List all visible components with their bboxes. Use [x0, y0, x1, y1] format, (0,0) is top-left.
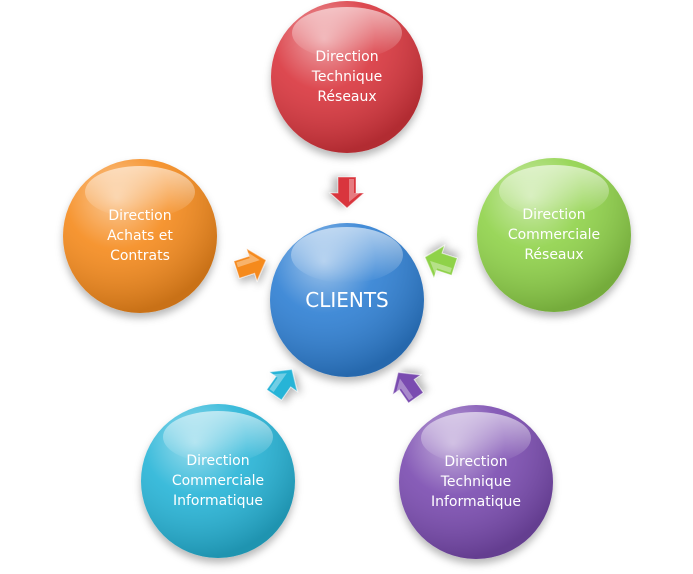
arrow-highlight [269, 373, 287, 393]
arrow-highlight [430, 260, 452, 275]
arrow-icon [391, 371, 424, 404]
arrow-highlight [396, 378, 414, 401]
center-shine [291, 227, 403, 283]
node-label-line: Technique [440, 474, 512, 490]
node-label-line: Direction [444, 454, 507, 470]
node-shine [292, 7, 402, 59]
arrow-highlight [349, 179, 360, 202]
node-shine [499, 165, 609, 217]
arrow-shape [391, 371, 424, 404]
node-shine [421, 412, 531, 464]
center-label: CLIENTS [305, 288, 389, 312]
node-shine [85, 166, 195, 218]
node-label-line: Contrats [110, 248, 170, 264]
arrow-shape [266, 368, 299, 401]
arrow-shape [424, 244, 458, 280]
arrows-layer [233, 176, 458, 404]
arrow-shape [233, 247, 267, 283]
node-label-line: Direction [315, 49, 378, 65]
arrow-icon [424, 244, 458, 280]
node-label-line: Réseaux [524, 247, 583, 263]
node-label-line: Direction [186, 453, 249, 469]
node-label-line: Commerciale [172, 473, 264, 489]
node-label-line: Direction [108, 208, 171, 224]
arrow-shape [328, 176, 366, 209]
node-label-line: Achats et [107, 228, 173, 244]
node-label-line: Réseaux [317, 89, 376, 105]
node-label-line: Technique [311, 69, 383, 85]
center-node-clients: CLIENTS [270, 223, 424, 377]
arrow-icon [233, 247, 267, 283]
arrow-icon [266, 368, 299, 401]
node-label-line: Direction [522, 207, 585, 223]
node-shine [163, 411, 273, 463]
node-label-line: Commerciale [508, 227, 600, 243]
node-label-line: Informatique [173, 493, 263, 509]
arrow-icon [328, 176, 366, 209]
nodes-layer: DirectionTechniqueRéseauxDirectionCommer… [63, 1, 631, 559]
node-label-line: Informatique [431, 494, 521, 510]
arrow-highlight [236, 252, 260, 268]
